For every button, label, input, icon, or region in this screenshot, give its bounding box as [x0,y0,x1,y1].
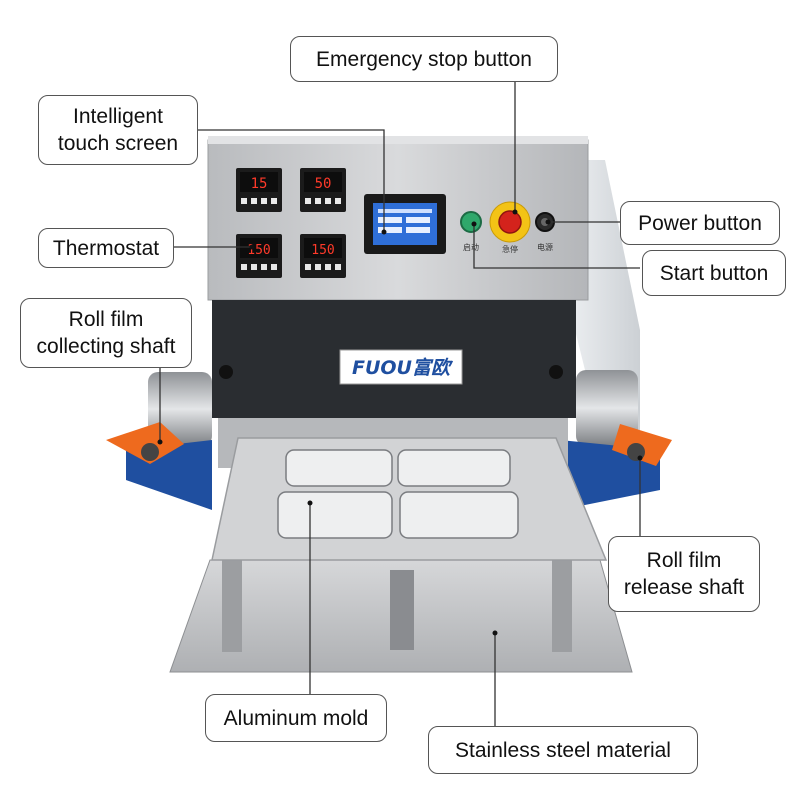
thermostat-panel-4: 150 [300,234,346,278]
touch-screen-label-line2: touch screen [57,132,179,155]
thermostat-3-reading: 150 [247,243,270,258]
stainless-steel-callout: Stainless steel material [428,726,698,774]
release-shaft-label-line2: release shaft [623,576,745,599]
thermostat-panel-3: 150 [236,234,282,278]
brand-plate [339,349,463,385]
power-button-label: Power button [638,211,762,235]
thermostat-4-reading: 150 [311,243,334,258]
aluminum-mold-label: Aluminum mold [223,706,369,730]
touch-screen-callout: Intelligent touch screen [38,95,198,165]
thermostat-panel-2: 50 [300,168,346,212]
emergency-stop-caption: 急停 [502,244,518,254]
release-shaft-callout: Roll film release shaft [608,536,760,612]
collecting-shaft-label-line1: Roll film [68,308,144,331]
collecting-shaft-callout: Roll film collecting shaft [20,298,192,368]
power-button-callout: Power button [620,201,780,245]
touch-screen [364,194,446,254]
thermostat-label: Thermostat [52,236,160,260]
touch-screen-label-line1: Intelligent [73,105,163,128]
cabinet-top-edge [208,136,588,144]
left-rail [222,560,242,652]
start-button-label: Start button [659,261,769,285]
thermostat-1-reading: 15 [251,176,268,192]
tray-cavities [277,449,519,539]
thermostat-callout: Thermostat [38,228,174,268]
power-button-caption: 电源 [537,242,553,252]
aluminum-mold-callout: Aluminum mold [205,694,387,742]
start-button-callout: Start button [642,250,786,296]
start-button-caption: 启动 [463,242,479,252]
collecting-shaft-label-line2: collecting shaft [36,335,176,358]
stainless-steel-label: Stainless steel material [455,738,671,762]
emergency-stop-label: Emergency stop button [316,47,532,71]
center-bracket [390,570,414,650]
thermostat-2-reading: 50 [315,176,332,192]
brand-logo: FUOU富欧 [352,357,454,379]
left-film-roll [106,372,212,510]
emergency-stop-callout: Emergency stop button [290,36,558,82]
thermostat-panel-1: 15 [236,168,282,212]
right-rail [552,560,572,652]
release-shaft-label-line1: Roll film [646,549,722,572]
